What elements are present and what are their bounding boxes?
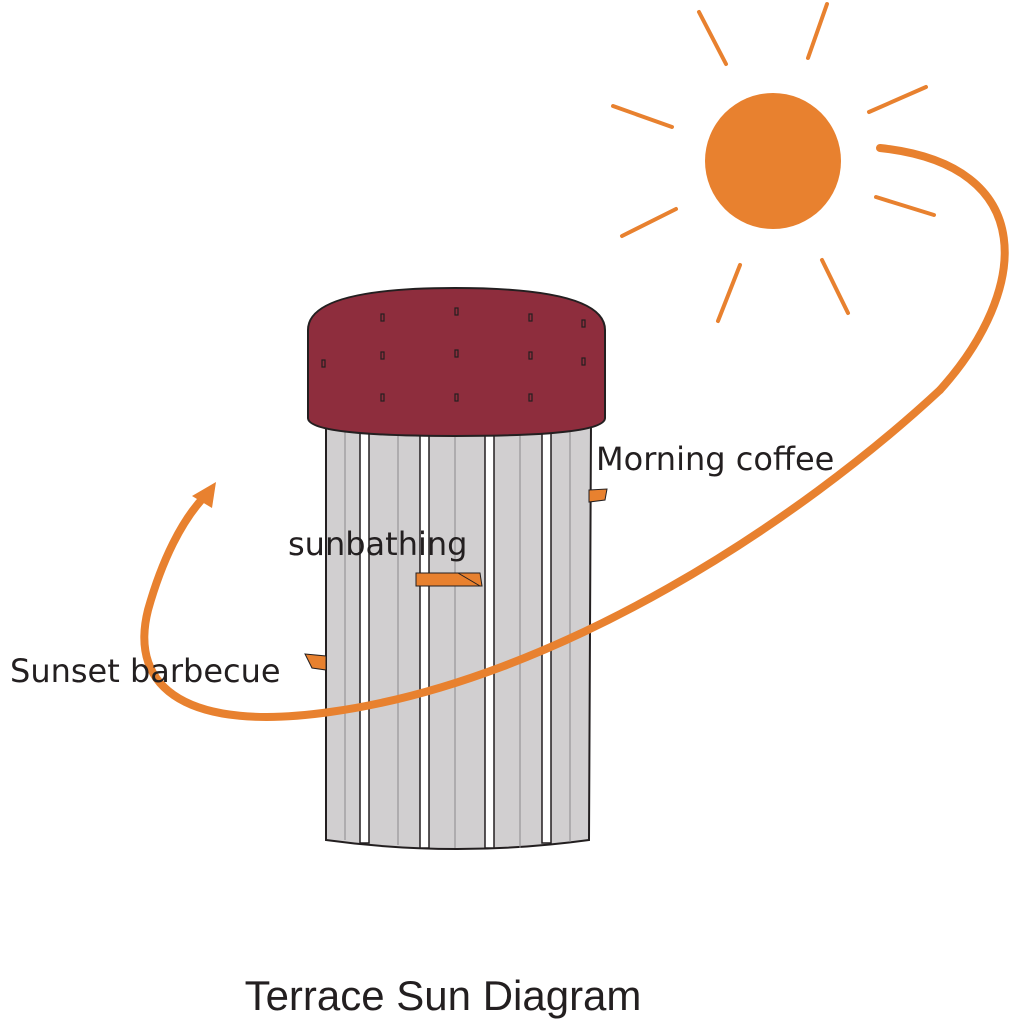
tower-body [325,417,593,850]
terrace-sunset [304,653,327,671]
facade-fin [484,417,495,849]
sun-path-arrowhead [192,482,216,508]
label-morning-coffee: Morning coffee [596,440,835,478]
terrace-sunbathing [415,572,483,587]
sun-path-front [140,386,944,721]
diagram-title: Terrace Sun Diagram [244,972,642,1019]
facade-fin [541,417,552,844]
facade-fin [359,417,370,844]
sun-path-back [876,144,1009,394]
facade-fin [419,417,430,849]
label-sunset-barbecue: Sunset barbecue [10,652,281,690]
sun-icon [611,2,936,323]
terrace-morning [588,488,608,503]
tower-crown [307,286,606,438]
label-sunbathing: sunbathing [288,525,468,563]
